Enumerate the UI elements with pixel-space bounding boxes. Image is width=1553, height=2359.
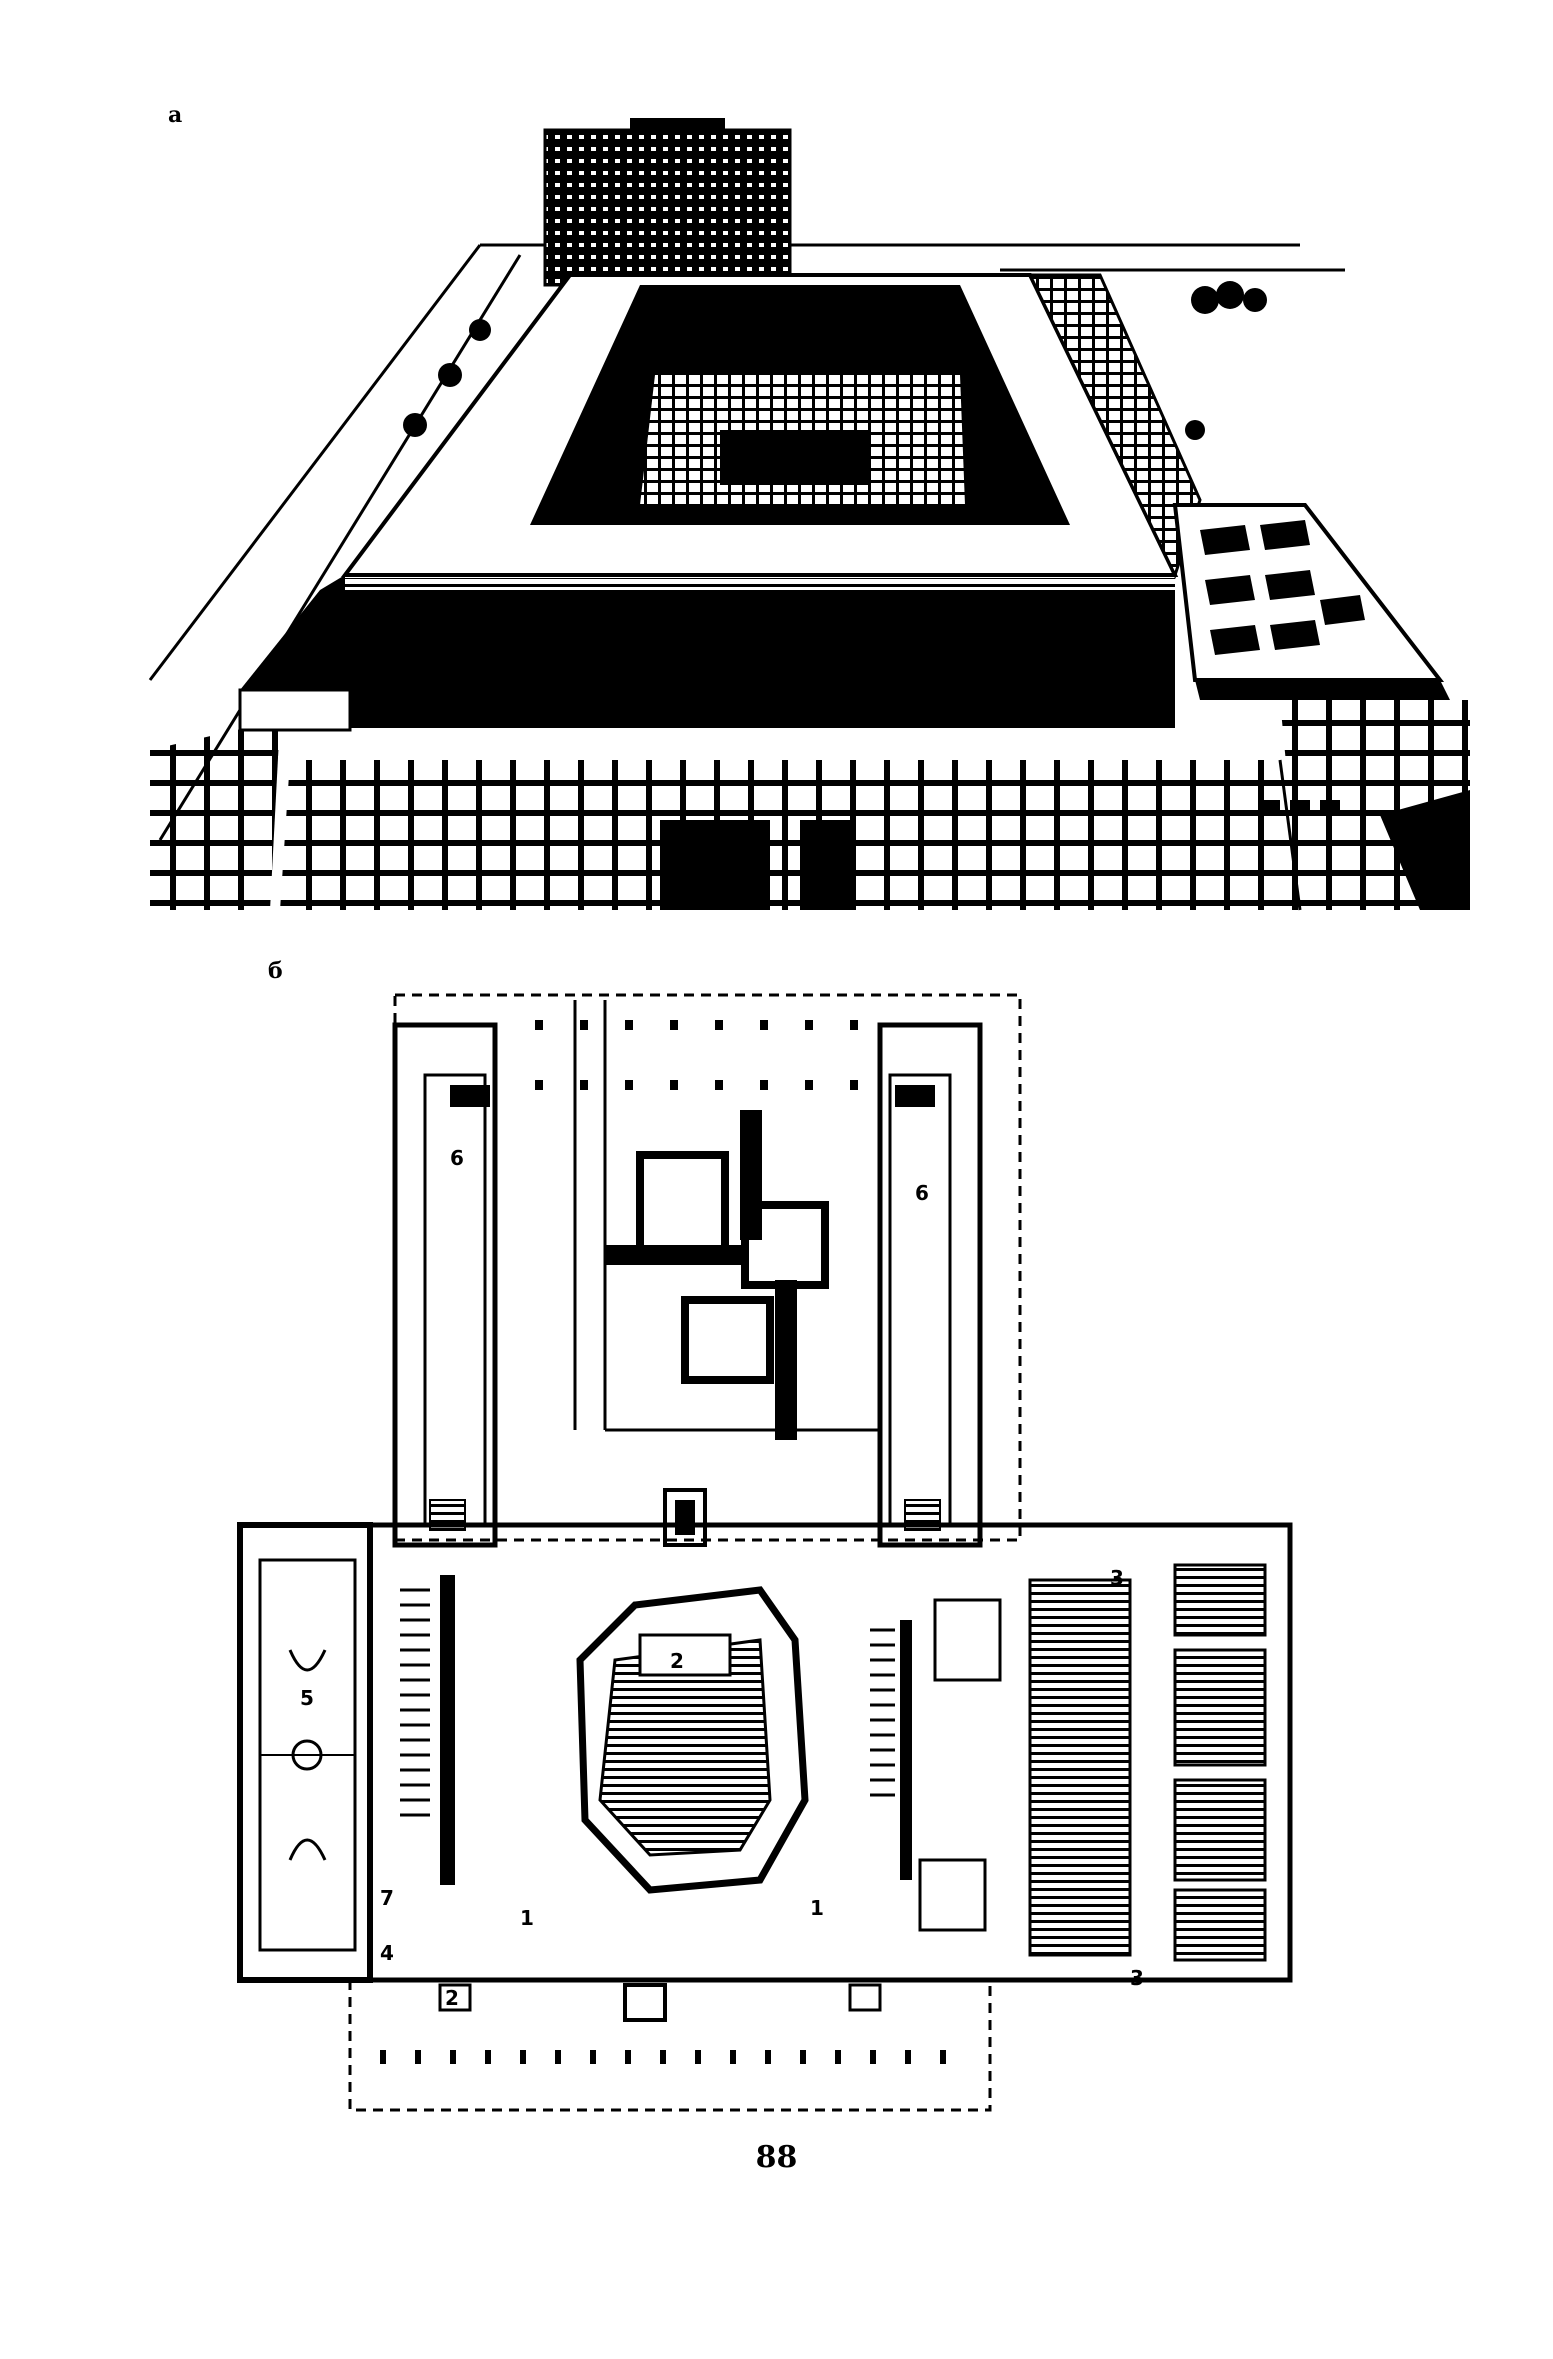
- trees: [403, 281, 1267, 440]
- page-number: 88: [755, 2140, 798, 2175]
- label-stands-top: 3: [1110, 1566, 1124, 1590]
- label-hall-left: 1: [520, 1906, 534, 1930]
- label-sport-hall: 5: [300, 1686, 314, 1710]
- courtyard-blocks: [573, 1000, 880, 1547]
- left-wing: [392, 1022, 498, 1548]
- label-entry-small: 2: [445, 1986, 459, 2010]
- figure-a-label: а: [168, 102, 183, 128]
- stands: [918, 1563, 1267, 1962]
- label-entrance-left: 4: [380, 1941, 394, 1965]
- right-wing: [1027, 273, 1450, 700]
- entrances: [438, 1983, 882, 2022]
- figure-b-label: б: [268, 958, 283, 984]
- front-columns: [380, 2050, 946, 2064]
- left-stair: [400, 1575, 455, 1885]
- column-dots: [535, 1020, 858, 1090]
- main-building: [238, 273, 1179, 732]
- plaza-grid: [150, 700, 1470, 910]
- tower-block: [543, 118, 792, 287]
- right-wing-plan: [877, 1022, 983, 1548]
- right-stair: [870, 1620, 912, 1880]
- auditorium: [576, 1586, 809, 1894]
- label-auditorium: 2: [670, 1649, 684, 1673]
- dashed-outline: [348, 993, 1022, 2112]
- label-lobby-small: 7: [380, 1886, 394, 1910]
- label-stands-bottom: 3: [1130, 1966, 1144, 1990]
- vehicles: [1260, 800, 1340, 810]
- label-wing-left: 6: [450, 1146, 464, 1170]
- label-hall-right: 1: [810, 1896, 824, 1920]
- label-wing-right: 6: [915, 1181, 929, 1205]
- main-hall: [237, 1522, 1293, 1983]
